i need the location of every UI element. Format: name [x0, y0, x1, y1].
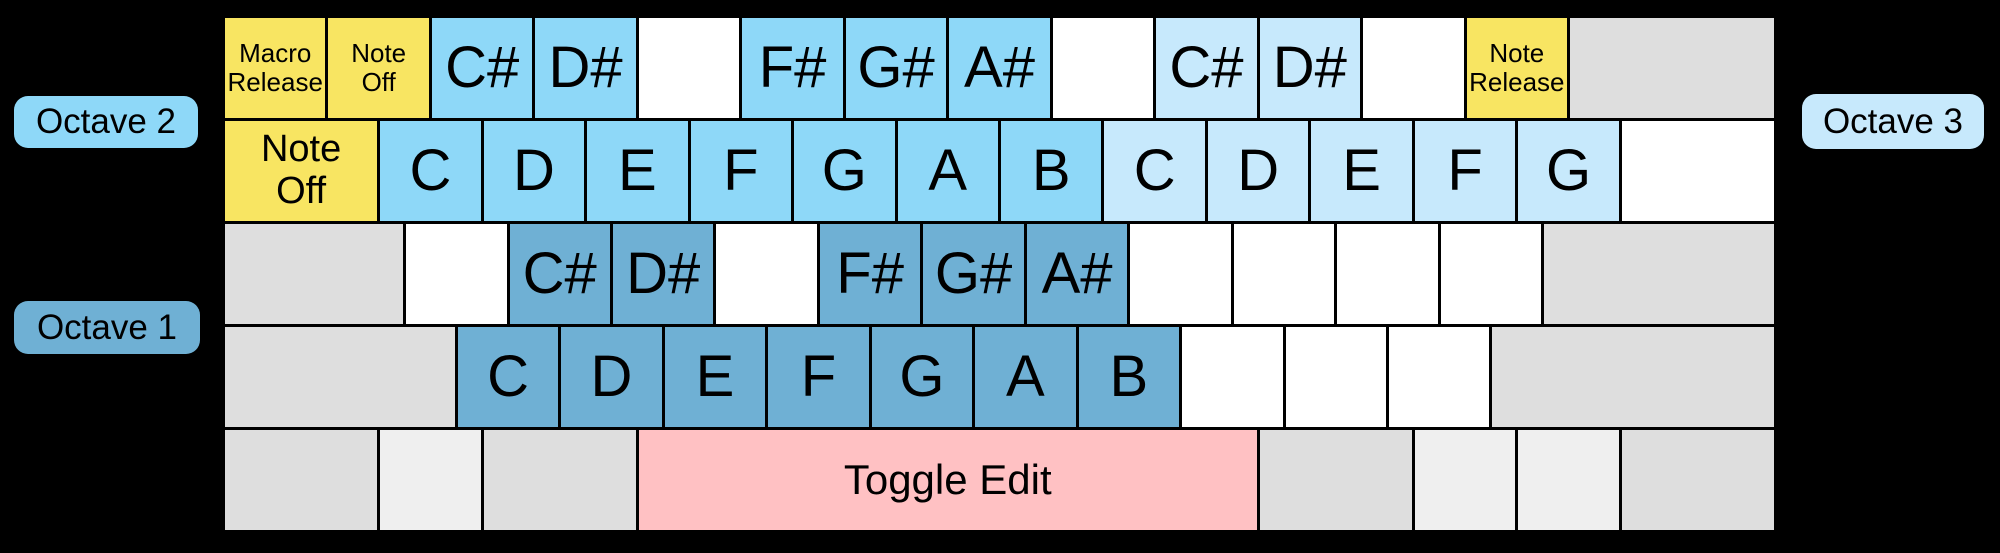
- key-f-sharp: F#: [742, 18, 843, 118]
- key-g-sharp: G#: [845, 18, 947, 118]
- key-d: D: [483, 121, 585, 221]
- octave-2-label: Octave 2: [14, 96, 198, 148]
- key-a-sharp: A#: [1026, 224, 1128, 324]
- key-blank: [1621, 430, 1774, 530]
- octave-1-label: Octave 1: [14, 301, 200, 354]
- key-blank: [1518, 430, 1619, 530]
- key-blank: [1182, 327, 1283, 427]
- key-blank: [406, 224, 507, 324]
- key-blank: [1414, 430, 1516, 530]
- key-a-sharp: A#: [949, 18, 1050, 118]
- key-blank: [1130, 224, 1231, 324]
- key-c-sharp: C#: [431, 18, 533, 118]
- key-note-off: Note Off: [328, 18, 429, 118]
- key-note-off: Note Off: [225, 121, 378, 221]
- key-blank: [225, 327, 455, 427]
- key-c-sharp: C#: [509, 224, 610, 324]
- key-e: E: [587, 121, 688, 221]
- key-blank: [1440, 224, 1542, 324]
- key-f: F: [768, 327, 869, 427]
- key-blank: [1492, 327, 1774, 427]
- key-blank: [1337, 224, 1438, 324]
- key-b: B: [1001, 121, 1102, 221]
- key-blank: [1389, 327, 1490, 427]
- key-blank: [1544, 224, 1774, 324]
- key-c-sharp: C#: [1156, 18, 1257, 118]
- key-g: G: [794, 121, 895, 221]
- key-a: A: [897, 121, 998, 221]
- key-b: B: [1078, 327, 1180, 427]
- key-blank: [1052, 18, 1154, 118]
- key-blank: [716, 224, 817, 324]
- key-blank: [1570, 18, 1774, 118]
- key-d-sharp: D#: [535, 18, 636, 118]
- key-e: E: [1311, 121, 1412, 221]
- key-blank: [1259, 430, 1412, 530]
- key-e: E: [664, 327, 766, 427]
- key-blank: [380, 430, 481, 530]
- key-f-sharp: F#: [819, 224, 921, 324]
- key-d: D: [1207, 121, 1309, 221]
- key-c: C: [457, 327, 559, 427]
- key-d-sharp: D#: [1259, 18, 1361, 118]
- key-toggle-edit: Toggle Edit: [638, 430, 1257, 530]
- key-g: G: [871, 327, 973, 427]
- key-c: C: [380, 121, 481, 221]
- key-blank: [1285, 327, 1386, 427]
- key-g: G: [1518, 121, 1619, 221]
- key-d: D: [561, 327, 662, 427]
- key-blank: [1621, 121, 1774, 221]
- key-g-sharp: G#: [923, 224, 1024, 324]
- key-note-release: Note Release: [1466, 18, 1568, 118]
- key-blank: [225, 430, 378, 530]
- key-blank: [1363, 18, 1464, 118]
- key-blank: [225, 224, 404, 324]
- octave-3-label: Octave 3: [1802, 94, 1984, 149]
- key-d-sharp: D#: [613, 224, 714, 324]
- key-a: A: [975, 327, 1076, 427]
- key-macro-release: Macro Release: [225, 18, 326, 118]
- key-f: F: [1414, 121, 1516, 221]
- key-c: C: [1104, 121, 1205, 221]
- key-blank: [1233, 224, 1335, 324]
- key-f: F: [690, 121, 792, 221]
- key-blank: [638, 18, 740, 118]
- key-blank: [483, 430, 636, 530]
